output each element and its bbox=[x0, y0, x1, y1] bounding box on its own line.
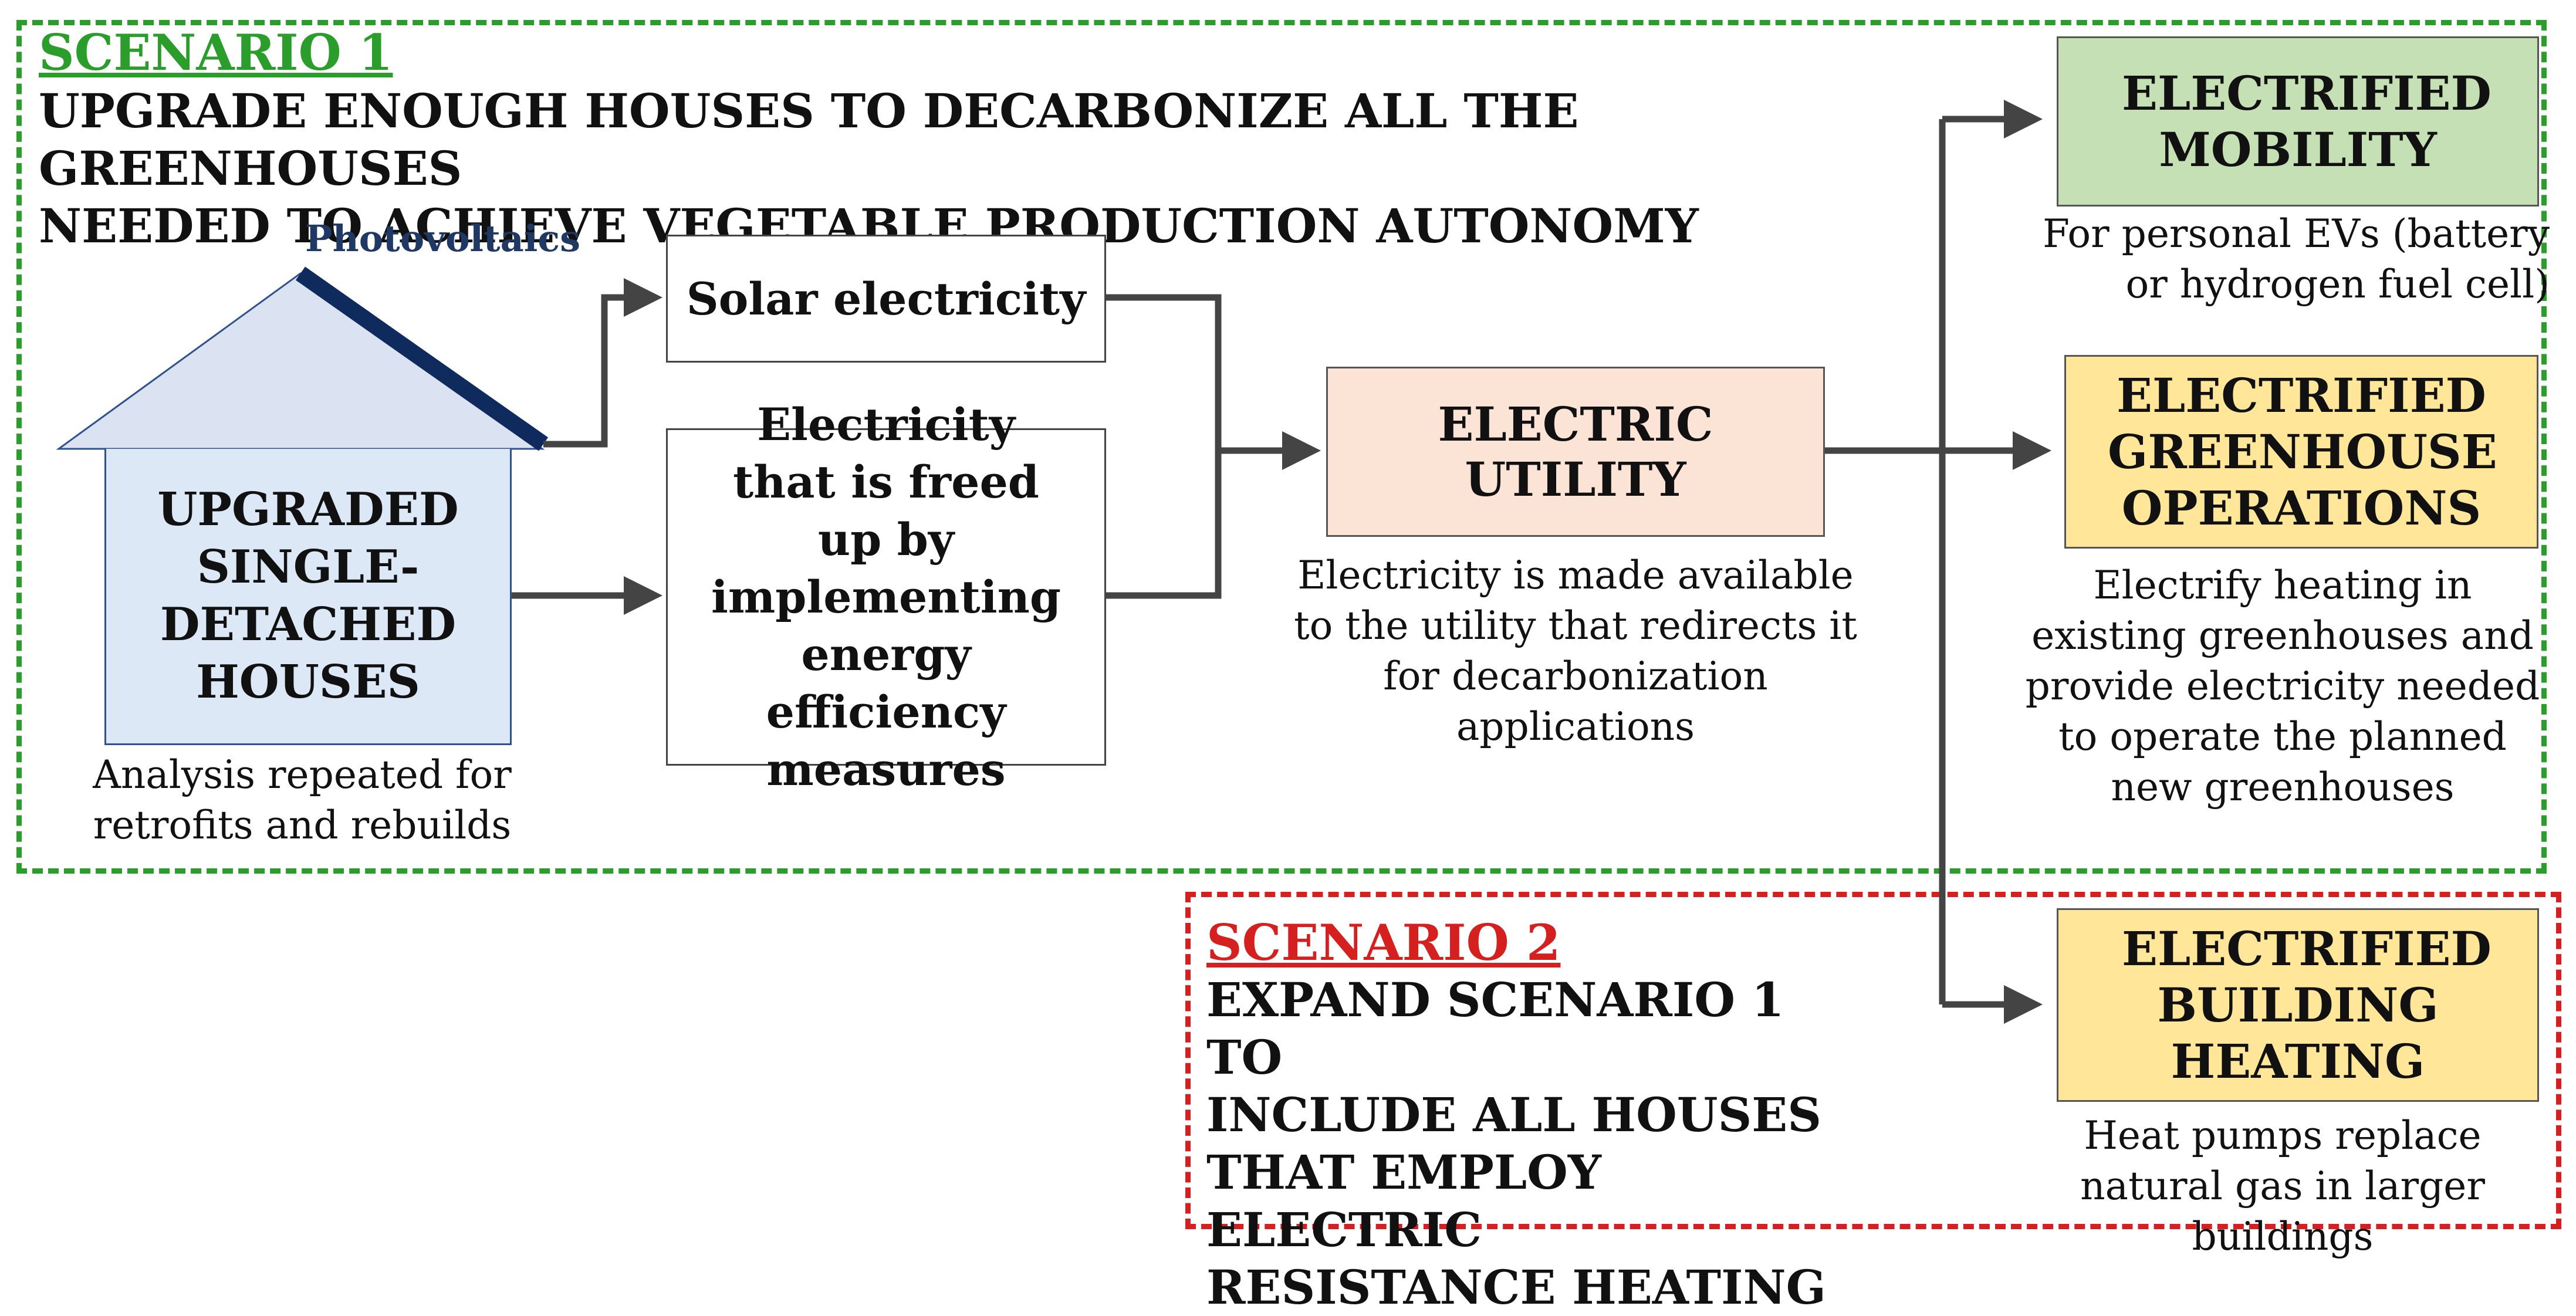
house-roof bbox=[56, 272, 545, 450]
efficiency-label: Electricity that is freed up by implemen… bbox=[711, 398, 1061, 796]
solar-electricity-box: Solar electricity bbox=[666, 235, 1106, 363]
photovoltaic-panel bbox=[295, 266, 549, 451]
line-solar-to-merge bbox=[1106, 294, 1222, 599]
mobility-caption: For personal EVs (battery or hydrogen fu… bbox=[2043, 211, 2550, 307]
electrified-mobility-box: ELECTRIFIED MOBILITY bbox=[2057, 36, 2539, 207]
scenario-2-boundary bbox=[1185, 892, 2561, 1229]
electrified-building-heating-label: ELECTRIFIED BUILDING HEATING bbox=[2122, 921, 2492, 1089]
electrified-greenhouse-label: ELECTRIFIED GREENHOUSE OPERATIONS bbox=[2108, 368, 2497, 536]
electrified-mobility-label: ELECTRIFIED MOBILITY bbox=[2122, 66, 2492, 177]
scenario-1-label: SCENARIO 1 bbox=[39, 23, 393, 82]
greenhouse-caption: Electrify heating in existing greenhouse… bbox=[2025, 563, 2540, 810]
solar-electricity-label: Solar electricity bbox=[686, 272, 1086, 325]
electric-utility-label: ELECTRIC UTILITY bbox=[1438, 397, 1713, 507]
scenario-1-boundary bbox=[16, 20, 2547, 874]
arrow-pv-to-solar bbox=[543, 278, 662, 448]
building-heating-caption: Heat pumps replace natural gas in larger… bbox=[2080, 1113, 2485, 1259]
utility-caption: Electricity is made available to the uti… bbox=[1294, 553, 1857, 749]
electrified-building-heating-box: ELECTRIFIED BUILDING HEATING bbox=[2057, 908, 2539, 1102]
efficiency-box: Electricity that is freed up by implemen… bbox=[666, 398, 1106, 796]
electric-utility-box: ELECTRIC UTILITY bbox=[1326, 367, 1825, 537]
photovoltaics-label: Photovoltaics bbox=[305, 217, 580, 260]
scenario-1-description: UPGRADE ENOUGH HOUSES TO DECARBONIZE ALL… bbox=[39, 83, 1699, 253]
upgraded-houses-box: UPGRADED SINGLE-DETACHED HOUSES bbox=[104, 449, 512, 745]
house-caption: Analysis repeated for retrofits and rebu… bbox=[93, 752, 512, 848]
electrified-greenhouse-box: ELECTRIFIED GREENHOUSE OPERATIONS bbox=[2064, 355, 2538, 549]
scenario-2-label: SCENARIO 2 bbox=[1206, 914, 1561, 972]
upgraded-houses-label: UPGRADED SINGLE-DETACHED HOUSES bbox=[157, 483, 459, 709]
connector-lines bbox=[56, 100, 2051, 1024]
